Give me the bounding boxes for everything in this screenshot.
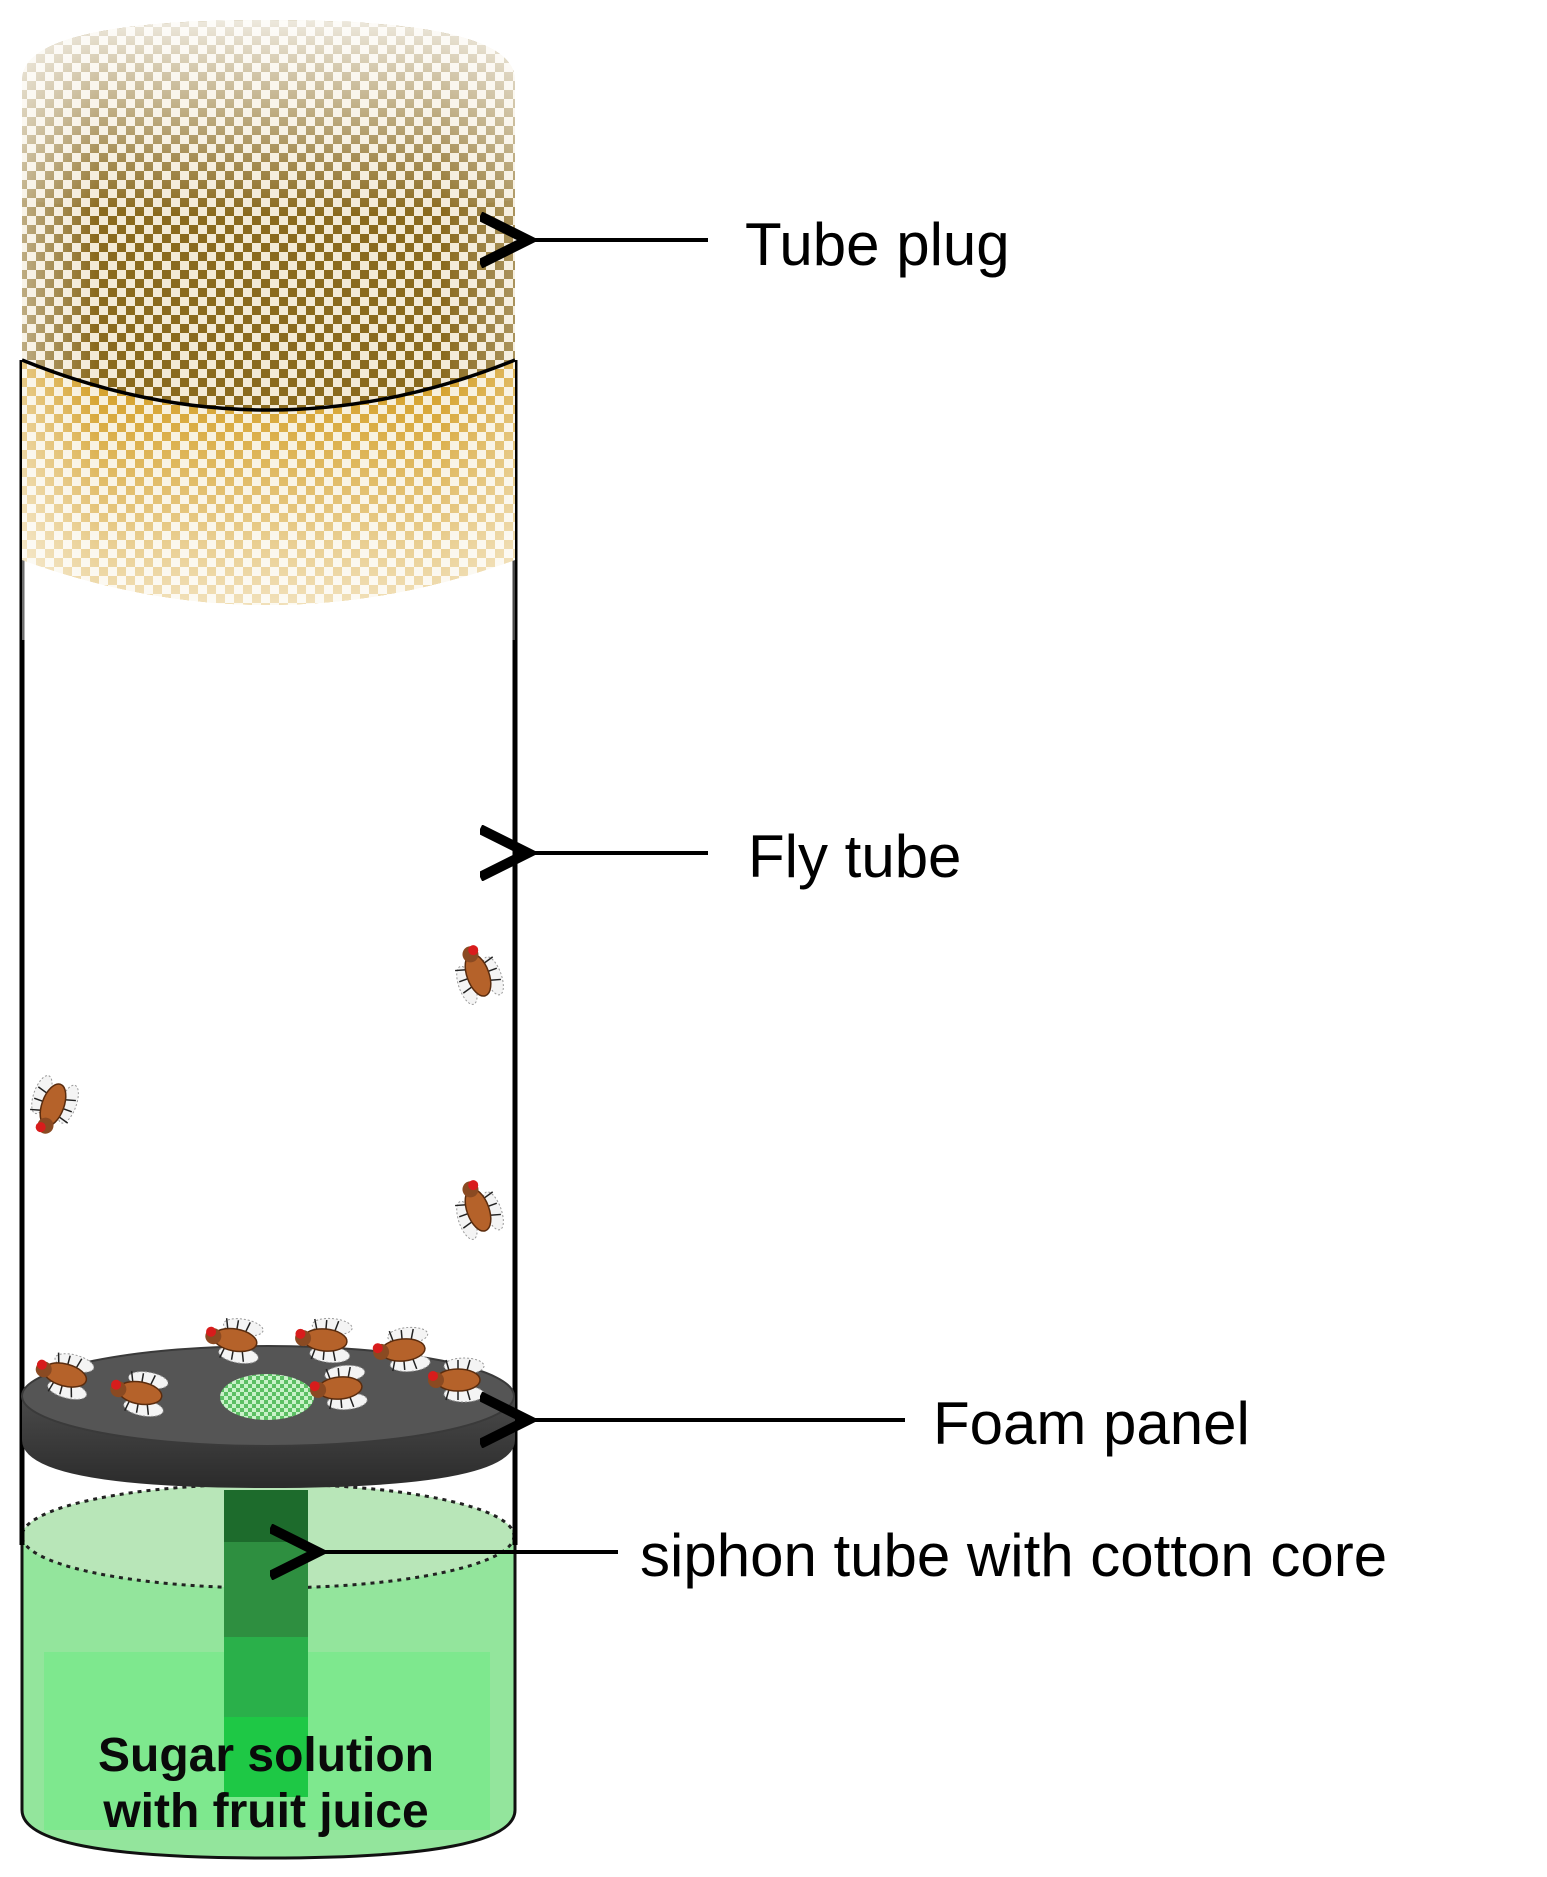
flies-group bbox=[30, 945, 504, 1417]
fly-icon bbox=[110, 1371, 169, 1417]
fly-icon bbox=[295, 1317, 353, 1364]
siphon-top-cap bbox=[220, 1374, 314, 1420]
fly-tube-label: Fly tube bbox=[748, 823, 961, 890]
fly-icon bbox=[428, 1357, 485, 1403]
fly-icon bbox=[30, 1075, 79, 1134]
fly-icon bbox=[372, 1326, 431, 1373]
foam-panel bbox=[21, 1345, 515, 1488]
pointer-arrows bbox=[318, 240, 905, 1552]
fly-icon bbox=[455, 1180, 504, 1240]
fly-icon bbox=[205, 1318, 264, 1364]
tube-plug-label: Tube plug bbox=[745, 211, 1010, 278]
tube-plug bbox=[21, 20, 516, 640]
fly-icon bbox=[35, 1352, 95, 1400]
solution-label-line1: Sugar solution bbox=[98, 1729, 434, 1782]
solution-label-line2: with fruit juice bbox=[102, 1785, 428, 1838]
fly-icon bbox=[309, 1364, 368, 1411]
foam-panel-label: Foam panel bbox=[933, 1390, 1250, 1457]
fly-icon bbox=[455, 945, 504, 1005]
siphon-tube-label: siphon tube with cotton core bbox=[640, 1522, 1387, 1589]
